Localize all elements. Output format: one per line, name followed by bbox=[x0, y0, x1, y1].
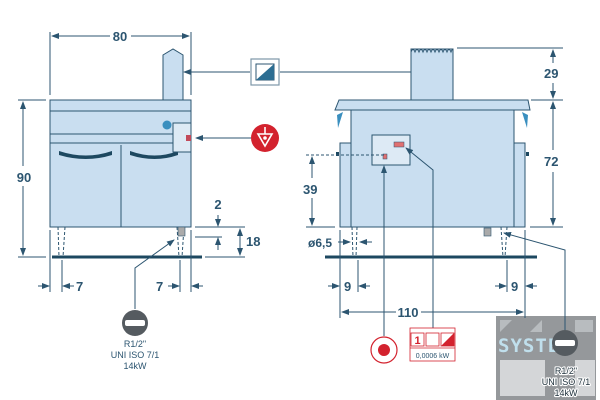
dim-leg-offset-left: 7 bbox=[76, 279, 83, 294]
electrical-phase: 1 bbox=[414, 335, 420, 347]
gas-valve-icon bbox=[251, 124, 279, 152]
side-top-plate bbox=[334, 99, 531, 111]
dim-foot-height: 18 bbox=[246, 234, 260, 249]
electrical-spec-box: 1 0,0006 kW bbox=[409, 327, 456, 362]
side-foot bbox=[483, 227, 492, 237]
electric-port bbox=[393, 141, 405, 148]
dim-leg-diameter: ø6,5 bbox=[308, 236, 332, 250]
control-knob bbox=[162, 120, 172, 130]
dim-body-height: 72 bbox=[544, 154, 558, 169]
dim-foot-gap: 2 bbox=[214, 197, 221, 212]
door-handle-right bbox=[130, 151, 178, 159]
side-flue bbox=[410, 48, 454, 101]
gas-spec-standard: UNI ISO 7/1 bbox=[111, 350, 160, 360]
dim-depth: 110 bbox=[398, 305, 419, 320]
gas-inlet-icon bbox=[122, 310, 148, 336]
front-foot bbox=[177, 226, 186, 237]
side-gas-spec-thread: R1/2" bbox=[555, 366, 577, 376]
door-handle-left bbox=[59, 151, 112, 159]
side-control-box bbox=[371, 134, 411, 166]
dim-leg-offset-right-side: 9 bbox=[511, 279, 518, 294]
side-panel-right bbox=[513, 142, 526, 228]
dim-width: 80 bbox=[113, 29, 127, 44]
front-view: 80 90 2 18 7 7 R1/2" UNI ISO 7/1 14kW bbox=[17, 29, 261, 371]
side-gas-spec-power: 14kW bbox=[554, 388, 578, 398]
side-view: 29 72 39 ø6,5 9 9 110 bbox=[303, 47, 591, 399]
side-panel-left bbox=[339, 142, 352, 228]
dim-connection-height: 39 bbox=[303, 182, 317, 197]
dim-leg-offset-right: 7 bbox=[156, 279, 163, 294]
equipotential-icon bbox=[370, 336, 398, 364]
gas-port bbox=[186, 135, 191, 141]
dim-leg-offset-left-side: 9 bbox=[344, 279, 351, 294]
side-gas-connection: R1/2" UNI ISO 7/1 14kW bbox=[541, 330, 591, 399]
flue-exhaust-icon bbox=[250, 58, 280, 86]
gas-spec-power: 14kW bbox=[123, 361, 147, 371]
dim-height: 90 bbox=[17, 170, 31, 185]
side-gas-spec-standard: UNI ISO 7/1 bbox=[542, 377, 591, 387]
electrical-power: 0,0006 kW bbox=[416, 353, 450, 360]
front-flue bbox=[162, 48, 184, 101]
gas-spec-thread: R1/2" bbox=[124, 339, 146, 349]
watermark: SYSTEM bbox=[496, 316, 596, 400]
dim-flue-height: 29 bbox=[544, 66, 558, 81]
